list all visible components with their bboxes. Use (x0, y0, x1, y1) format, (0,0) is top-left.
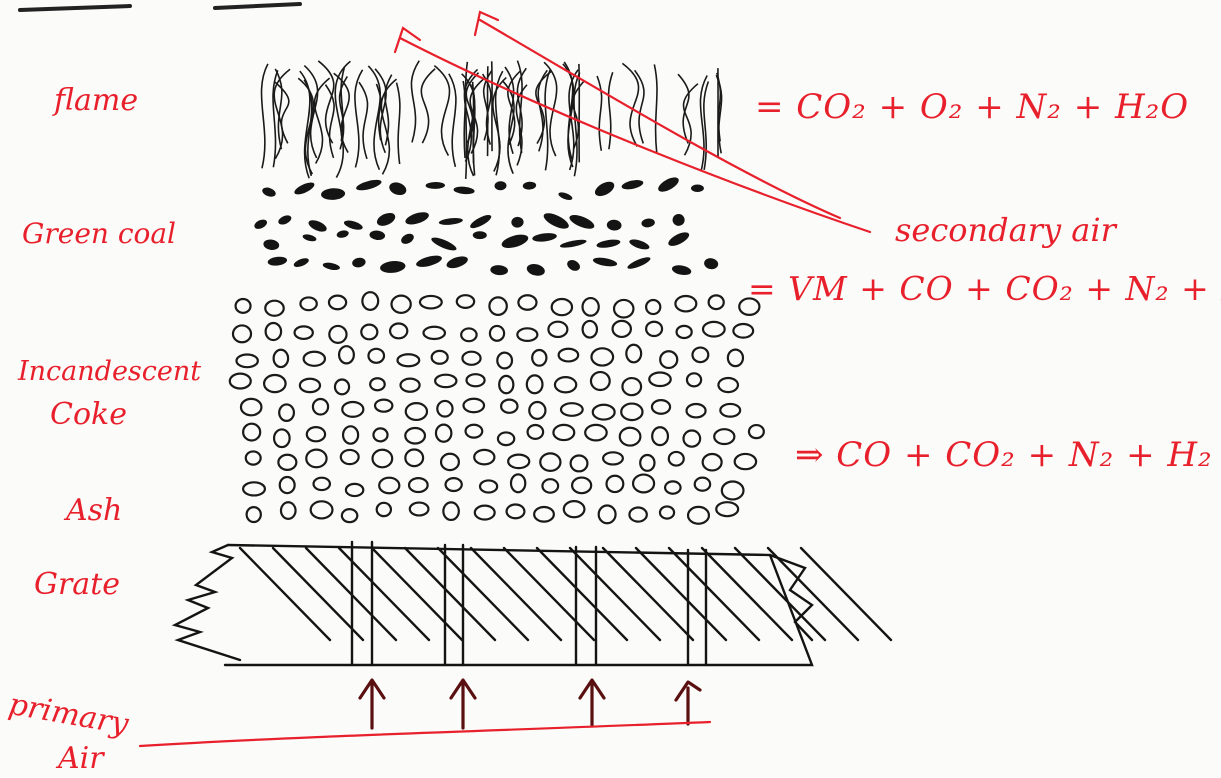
ash-label: Ash (66, 496, 122, 526)
incandescent-coke-zone (230, 292, 764, 524)
primary-air-arrows (360, 680, 700, 728)
green-coal-label: Green coal (22, 220, 176, 248)
flame-equation: = CO₂ + O₂ + N₂ + H₂O (755, 90, 1189, 124)
green-coal-equation: = VM + CO + CO₂ + N₂ + H₂ (748, 272, 1221, 305)
incandescent-label: Incandescent (18, 358, 201, 385)
grate-label: Grate (34, 570, 120, 600)
top-scribbles (20, 4, 300, 10)
coke-label: Coke (50, 400, 127, 430)
primary-air-label-2: Air (58, 744, 104, 774)
flame-label: flame (54, 86, 138, 116)
coke-equation: ⇒ CO + CO₂ + N₂ + H₂ (795, 438, 1213, 472)
green-coal-zone (253, 175, 719, 278)
grate (175, 542, 891, 665)
secondary-air-label: secondary air (895, 214, 1116, 246)
